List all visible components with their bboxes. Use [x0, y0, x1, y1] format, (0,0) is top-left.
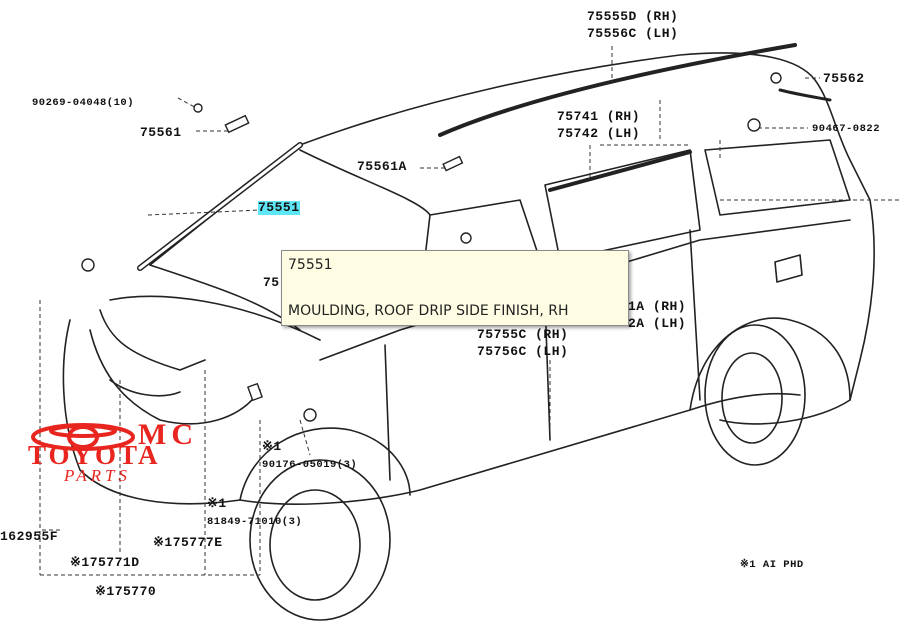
label-75562[interactable]: 75562	[823, 71, 865, 86]
label-90467[interactable]: 90467-0822	[812, 123, 881, 135]
label-175777e[interactable]: ※175777E	[153, 535, 223, 550]
label-75555d[interactable]: 75555D (RH)	[587, 9, 679, 24]
label-note-1: ※1	[262, 439, 282, 454]
label-175771d[interactable]: ※175771D	[70, 555, 140, 570]
label-note-2: ※1	[207, 496, 227, 511]
label-90269[interactable]: 90269-04048(10)	[32, 97, 135, 109]
label-75551-highlighted[interactable]: 75551	[258, 200, 300, 215]
label-75-partial[interactable]: 75	[263, 275, 280, 290]
label-75742[interactable]: 75742 (LH)	[557, 126, 641, 141]
label-75556c[interactable]: 75556C (LH)	[587, 26, 679, 41]
label-75741[interactable]: 75741 (RH)	[557, 109, 641, 124]
tooltip-part-description: MOULDING, ROOF DRIP SIDE FINISH, RH	[288, 303, 569, 319]
label-162955f[interactable]: 162955F	[0, 529, 59, 544]
logo-toyota: TOYOTA	[28, 440, 161, 470]
label-175770[interactable]: ※175770	[95, 584, 157, 599]
omc-toyota-parts-logo: MC TOYOTA PARTS	[24, 418, 224, 492]
logo-parts: PARTS	[64, 466, 131, 485]
logo-mc: MC	[138, 418, 198, 451]
label-1a-rh[interactable]: 1A (RH)	[628, 299, 687, 314]
label-75561a[interactable]: 75561A	[357, 159, 407, 174]
tooltip-part-number: 75551	[288, 257, 333, 273]
label-75755c[interactable]: 75755C (RH)	[477, 327, 569, 342]
label-75561[interactable]: 75561	[140, 125, 182, 140]
part-tooltip: 75551 MOULDING, ROOF DRIP SIDE FINISH, R…	[281, 250, 629, 326]
footer-note: ※1 AI PHD	[740, 559, 804, 571]
label-2a-lh[interactable]: 2A (LH)	[628, 316, 687, 331]
label-81849[interactable]: 81849-71010(3)	[207, 516, 303, 528]
toyota-emblem-icon	[31, 423, 135, 451]
label-90176[interactable]: 90176-05019(3)	[262, 459, 358, 471]
label-75756c[interactable]: 75756C (LH)	[477, 344, 569, 359]
